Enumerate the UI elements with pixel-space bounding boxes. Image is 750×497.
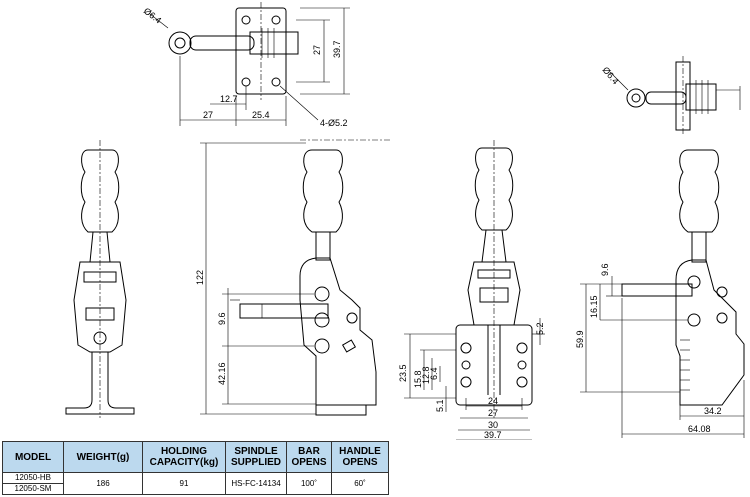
- front-view: 5.2 23.5 15.8 12.8 6.4 5.1 24 27 30 39.7: [398, 140, 545, 440]
- header-weight: WEIGHT(g): [63, 441, 143, 473]
- dim-front-12-8: 12.8: [421, 366, 431, 384]
- dim-front-5-2: 5.2: [535, 322, 545, 335]
- dim-right-16-15: 16.15: [589, 295, 599, 318]
- dim-right-59-9: 59.9: [575, 330, 585, 348]
- cell-weight: 186: [63, 472, 143, 495]
- header-bar-opens: BAR OPENS: [286, 441, 332, 473]
- dim-front-27: 27: [488, 408, 498, 418]
- dim-mid-42-16: 42.16: [217, 362, 227, 385]
- header-spindle: SPINDLE SUPPLIED: [225, 441, 287, 473]
- left-front-view: [65, 140, 135, 418]
- spec-table: MODEL WEIGHT(g) HOLDING CAPACITY(kg) SPI…: [2, 441, 389, 495]
- dim-top-25-4: 25.4: [252, 110, 270, 120]
- dim-right-plan-dia: Ø6.4: [600, 65, 620, 86]
- top-plan-view: Ø6.4 27 39.7 12.7 27 25.4 4-Ø5.2: [142, 2, 350, 128]
- cell-holding-capacity: 91: [142, 472, 226, 495]
- header-holding-capacity: HOLDING CAPACITY(kg): [142, 441, 226, 473]
- dim-mid-122: 122: [195, 270, 205, 285]
- dim-front-15-8: 15.8: [413, 370, 423, 388]
- dim-front-30: 30: [488, 420, 498, 430]
- right-plan-view: Ø6.4: [600, 56, 741, 136]
- cell-bar-opens: 100˚: [286, 472, 332, 495]
- cell-handle-opens: 60˚: [331, 472, 389, 495]
- technical-drawing: Ø6.4 27 39.7 12.7 27 25.4 4-Ø5.2 Ø6.4: [65, 2, 745, 440]
- table-row: 12050-HB 186 91 HS-FC-14134 100˚ 60˚: [2, 472, 389, 495]
- cell-model-2: 12050-SM: [2, 483, 64, 495]
- table-row: 12050-SM: [2, 483, 389, 495]
- dim-right-64-08: 64.08: [688, 424, 711, 434]
- dim-top-27: 27: [312, 45, 322, 55]
- middle-side-view: 122 9.6 42.16: [195, 139, 390, 416]
- dim-front-5-1: 5.1: [435, 399, 445, 412]
- dim-front-39-7: 39.7: [484, 430, 502, 440]
- dim-top-12-7: 12.7: [220, 94, 238, 104]
- dim-top-dia: Ø6.4: [142, 6, 164, 26]
- dim-front-24: 24: [488, 396, 498, 406]
- spec-table-header-row: MODEL WEIGHT(g) HOLDING CAPACITY(kg) SPI…: [2, 441, 389, 473]
- dim-top-39-7: 39.7: [332, 40, 342, 58]
- cell-spindle: HS-FC-14134: [225, 472, 287, 495]
- dim-top-holes: 4-Ø5.2: [320, 118, 348, 128]
- dim-right-9-6: 9.6: [600, 263, 610, 276]
- dim-front-6-4: 6.4: [429, 367, 439, 380]
- dim-mid-9-6: 9.6: [217, 312, 227, 325]
- dim-right-34-2: 34.2: [704, 406, 722, 416]
- right-side-view: 9.6 16.15 59.9 34.2 64.08: [575, 149, 745, 438]
- cell-model-1: 12050-HB: [2, 472, 64, 484]
- dim-top-27b: 27: [203, 110, 213, 120]
- header-handle-opens: HANDLE OPENS: [331, 441, 389, 473]
- header-model: MODEL: [2, 441, 64, 473]
- dim-front-23-5: 23.5: [398, 364, 408, 382]
